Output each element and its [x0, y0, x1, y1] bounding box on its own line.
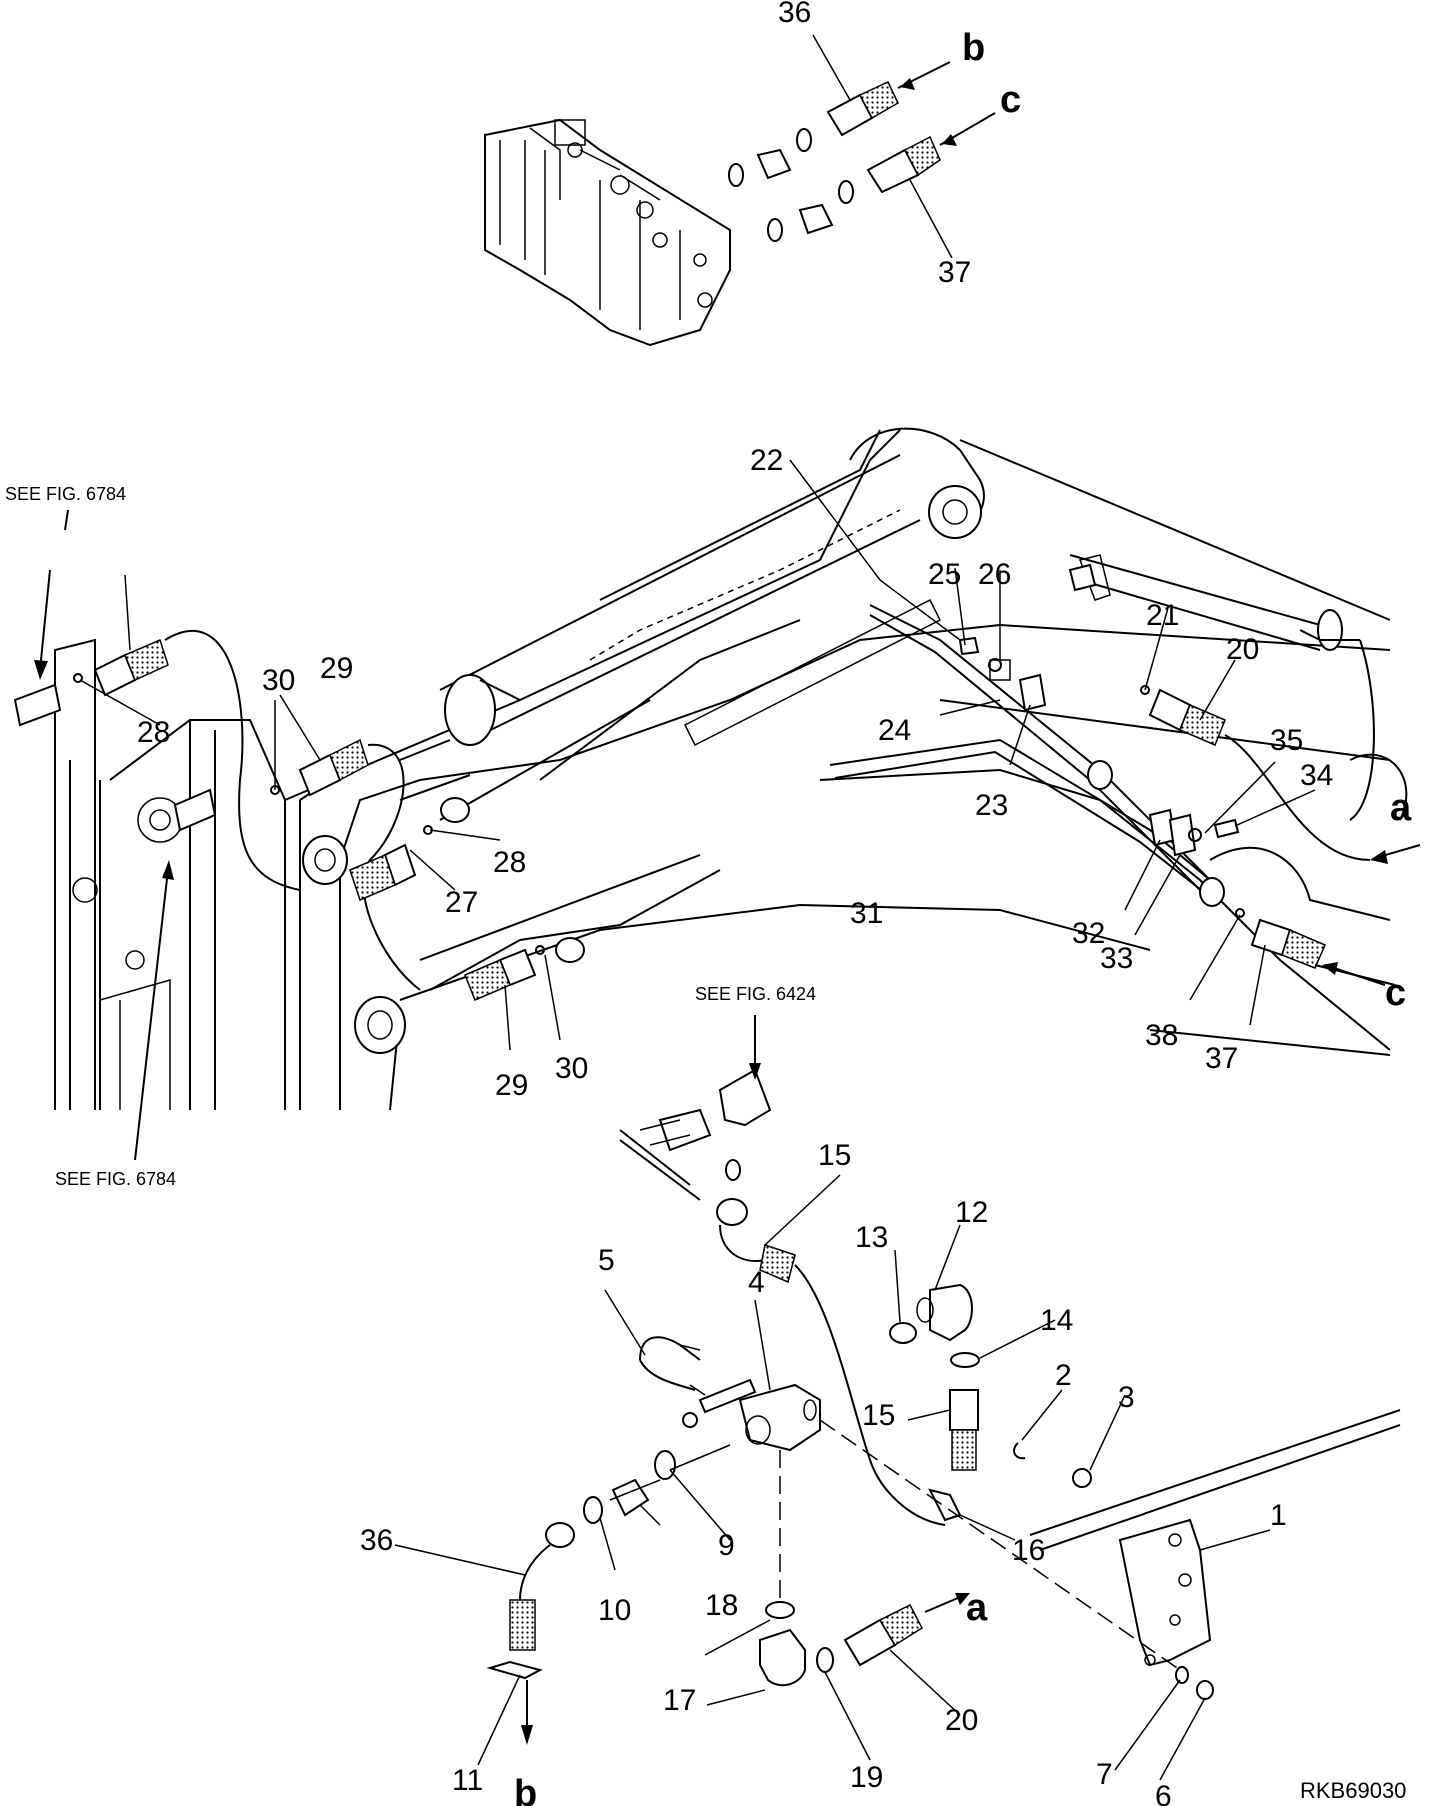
label-36-bottom: 36 [360, 1524, 393, 1557]
label-27: 27 [445, 886, 478, 919]
o-ring [796, 128, 812, 152]
label-36: 36 [778, 0, 811, 29]
cylinder-head [444, 674, 496, 746]
label-22: 22 [750, 444, 783, 477]
label-19: 19 [850, 1761, 883, 1794]
bracket-1 [1118, 1518, 1212, 1667]
label-20-upper: 20 [1226, 633, 1259, 666]
letter-a-right: a [1390, 787, 1412, 829]
label-33: 33 [1100, 942, 1133, 975]
lower-pin [354, 996, 406, 1054]
label-34: 34 [1300, 759, 1333, 792]
label-4: 4 [748, 1266, 765, 1299]
o-ring-18 [765, 1601, 795, 1619]
o-ring-10 [583, 1496, 603, 1524]
o-ring-19 [816, 1647, 834, 1673]
label-37: 37 [938, 256, 971, 289]
label-2: 2 [1055, 1359, 1072, 1392]
label-38: 38 [1145, 1019, 1178, 1052]
label-6: 6 [1155, 1780, 1172, 1806]
leader-lines [79, 34, 1316, 1781]
label-29-lower: 29 [495, 1069, 528, 1102]
label-24: 24 [878, 714, 911, 747]
label-35: 35 [1270, 724, 1303, 757]
label-37-right: 37 [1205, 1042, 1238, 1075]
label-9: 9 [718, 1529, 735, 1562]
letter-c-right: c [1385, 972, 1406, 1014]
adapter-lower [798, 203, 834, 235]
washer-3 [1072, 1468, 1092, 1488]
o-ring [728, 163, 744, 187]
letter-b: b [962, 27, 985, 69]
label-18: 18 [705, 1589, 738, 1622]
label-31: 31 [850, 897, 883, 930]
label-26: 26 [978, 558, 1011, 591]
label-15-lower: 15 [862, 1399, 895, 1432]
elbow-12 [929, 1283, 973, 1342]
ref-fig-6784-bottom: SEE FIG. 6784 [55, 1169, 176, 1189]
boom-group [13, 427, 1421, 1161]
label-14: 14 [1040, 1304, 1073, 1337]
letter-b-bottom: b [514, 1773, 537, 1806]
label-32: 32 [1072, 917, 1105, 950]
ref-fig-6424: SEE FIG. 6424 [695, 984, 816, 1004]
hose-36-lower [509, 1599, 536, 1651]
label-15-upper: 15 [818, 1139, 851, 1172]
label-10: 10 [598, 1594, 631, 1627]
o-ring [838, 180, 854, 204]
clamp-16 [928, 1488, 962, 1522]
label-30-upper: 30 [262, 664, 295, 697]
label-11: 11 [452, 1764, 483, 1797]
o-ring-14 [950, 1352, 980, 1368]
label-3: 3 [1118, 1381, 1135, 1414]
clamp-11 [486, 1660, 543, 1680]
tee-right [173, 788, 217, 832]
label-21: 21 [1146, 599, 1179, 632]
label-20-lower: 20 [945, 1704, 978, 1737]
control-valve-body [484, 118, 731, 347]
clamp-33 [1168, 813, 1197, 857]
label-29-upper: 29 [320, 652, 353, 685]
label-7: 7 [1096, 1758, 1113, 1791]
aux-piping-group [486, 1015, 1401, 1745]
hose-15-fitting [949, 1389, 979, 1431]
label-12: 12 [955, 1196, 988, 1229]
letter-a-bottom: a [966, 1587, 988, 1629]
elbow-17 [759, 1628, 806, 1687]
label-16: 16 [1012, 1534, 1045, 1567]
label-13: 13 [855, 1221, 888, 1254]
label-17: 17 [663, 1684, 696, 1717]
o-ring-13 [889, 1322, 917, 1344]
drawing-code: RKB69030 [1300, 1778, 1406, 1803]
clamp-23 [1018, 673, 1047, 712]
label-30-lower: 30 [555, 1052, 588, 1085]
ref-fig-6784-top: SEE FIG. 6784 [5, 484, 126, 504]
o-ring-9 [654, 1450, 676, 1480]
tee-left [13, 683, 62, 727]
hose-37 [903, 135, 941, 177]
label-1: 1 [1270, 1499, 1287, 1532]
control-valve-group [484, 61, 996, 347]
label-23: 23 [975, 789, 1008, 822]
label-28-left: 28 [137, 716, 170, 749]
valve-tee [718, 1068, 772, 1127]
hose-36 [858, 81, 899, 120]
o-ring [767, 218, 783, 242]
adapter-upper [756, 148, 792, 180]
label-5: 5 [598, 1244, 615, 1277]
boom-pin [928, 485, 982, 539]
part-labels: 36 37 b c SEE FIG. 6784 SEE FIG. 6784 SE… [5, 0, 1412, 1806]
letter-c: c [1000, 79, 1021, 121]
label-25: 25 [928, 558, 961, 591]
label-28-center: 28 [493, 846, 526, 879]
